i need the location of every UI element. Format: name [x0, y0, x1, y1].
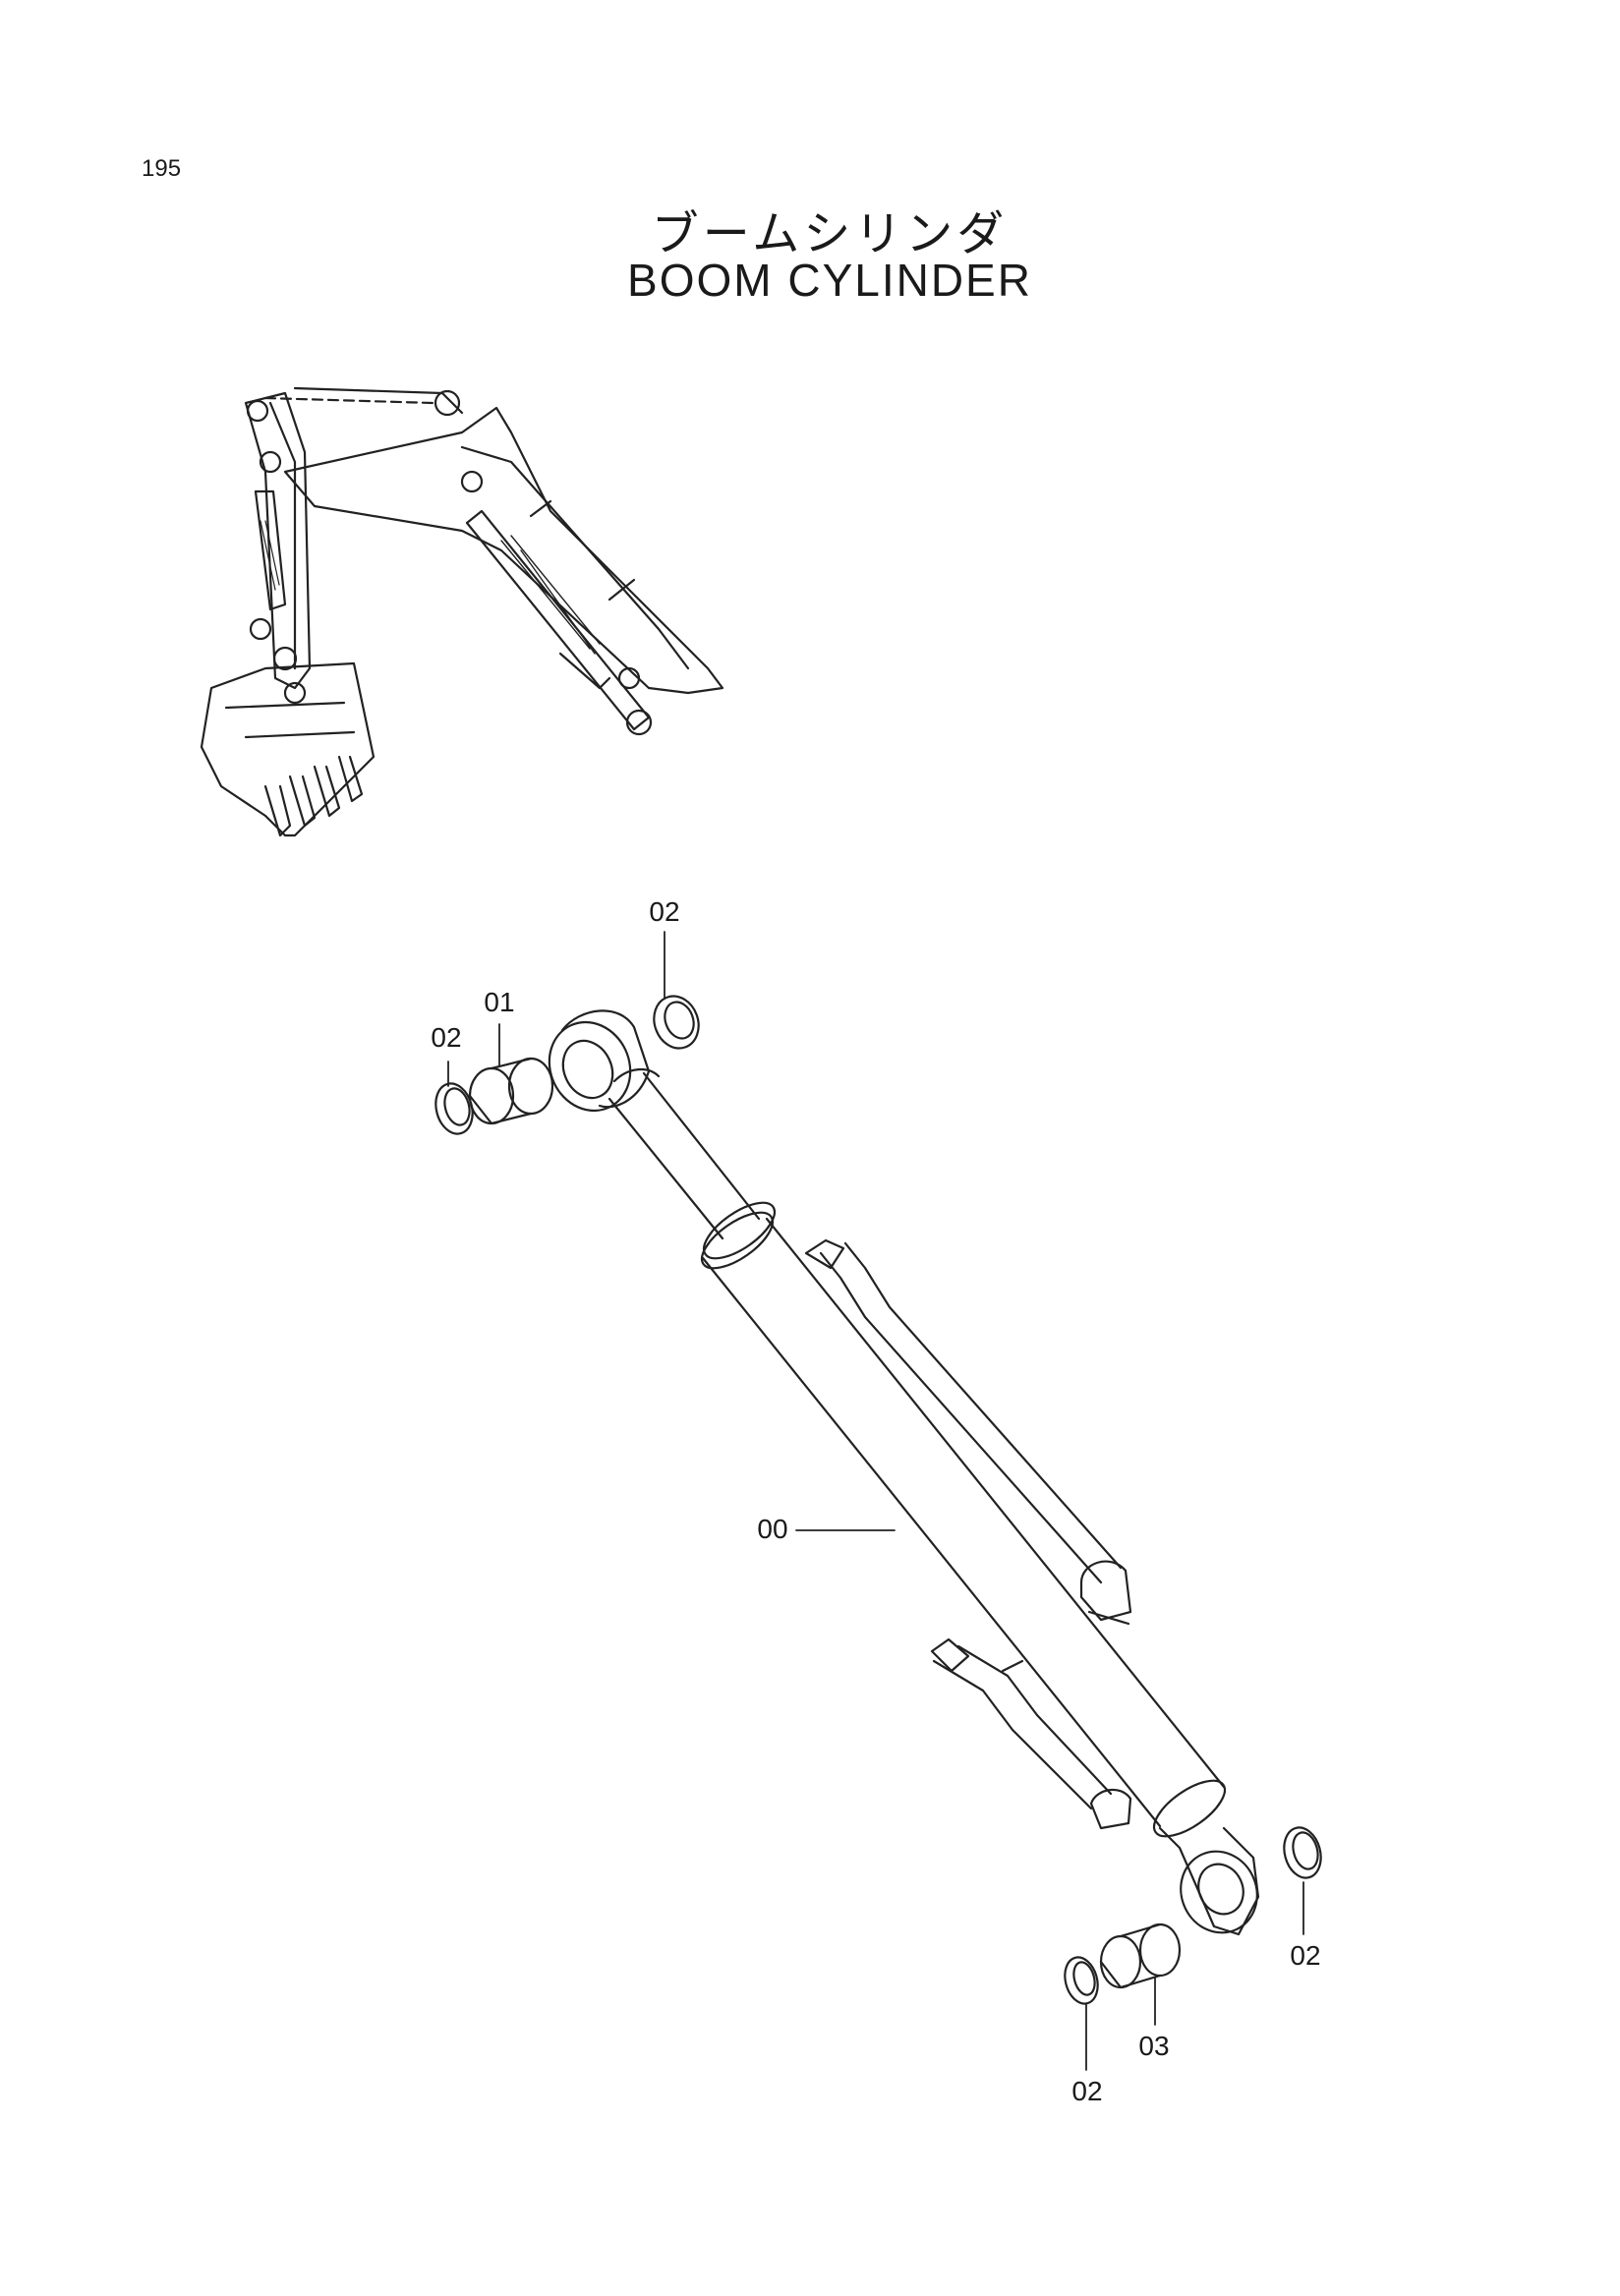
- callout-01: 01: [484, 987, 515, 1017]
- bushing-01: [468, 1057, 554, 1125]
- callout-00: 00: [757, 1514, 788, 1544]
- excavator-overview-illustration: [200, 386, 724, 837]
- hydraulic-pipe-lower: [930, 1637, 1132, 1830]
- bushing-03: [1099, 1923, 1182, 1989]
- title-japanese: ブームシリンダ: [651, 206, 1009, 261]
- callout-02-upper-left: 02: [431, 1022, 462, 1053]
- rod-end-eye: [548, 1009, 651, 1113]
- bucket-outline: [200, 661, 376, 837]
- boom-cylinder-assembly: [548, 1009, 1260, 1936]
- hydraulic-pipe-upper: [804, 1238, 1132, 1626]
- boom-cylinder-highlight: [465, 509, 653, 736]
- callout-03: 03: [1138, 2031, 1170, 2061]
- callout-02-upper-right: 02: [649, 896, 680, 927]
- head-end-eye: [1158, 1826, 1260, 1936]
- boom-outline: [283, 406, 724, 695]
- seal-02-upper-right: [653, 995, 700, 1050]
- boom-inner-line: [460, 445, 690, 670]
- callout-02-lower-right: 02: [1290, 1940, 1321, 1971]
- callout-02-lower-left: 02: [1071, 2076, 1103, 2106]
- seal-02-lower-right: [1283, 1826, 1322, 1879]
- page-number: 195: [142, 155, 182, 182]
- title-english: BOOM CYLINDER: [627, 255, 1032, 306]
- arm-outline: [244, 391, 312, 690]
- seal-02-lower-left: [1064, 1956, 1099, 2005]
- cylinder-tube: [700, 1201, 1227, 1838]
- leader-lines: [447, 931, 1304, 2071]
- piston-rod: [608, 1068, 761, 1240]
